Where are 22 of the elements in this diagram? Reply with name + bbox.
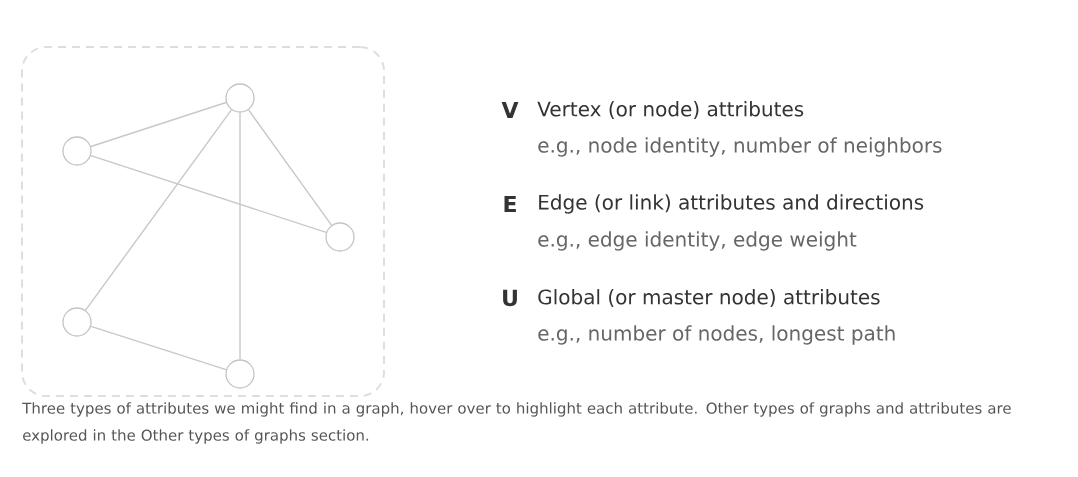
graph-edge xyxy=(90,101,227,148)
attribute-example: e.g., number of nodes, longest path xyxy=(538,325,895,345)
attribute-letter: E xyxy=(504,196,516,212)
graph-edge xyxy=(239,111,241,361)
graph-edge xyxy=(247,109,333,226)
node-circle xyxy=(225,83,255,113)
node-circle xyxy=(325,222,355,252)
attribute-title: Vertex (or node) attributes xyxy=(537,101,804,119)
attribute-example: e.g., node identity, number of neighbors xyxy=(538,137,942,157)
graph-edge xyxy=(90,154,327,234)
node-circle xyxy=(62,136,92,166)
attribute-title: Global (or master node) attributes xyxy=(538,289,880,307)
attribute-letter: U xyxy=(503,289,517,307)
caption: Three types of attributes we might find in a graph, hover over to highlight each attribute. Other types of graphs and attributes are explored in the Other types of graphs section. xyxy=(22,402,1011,444)
attribute-example: e.g., edge identity, edge weight xyxy=(538,231,857,251)
graph-edge xyxy=(90,325,227,371)
attribute-letter: V xyxy=(501,102,519,118)
attribute-title: Edge (or link) attributes and directions xyxy=(539,194,924,214)
dashed-frame xyxy=(21,46,385,397)
node-circle xyxy=(62,307,92,337)
graph-edge xyxy=(84,109,233,311)
node-circle xyxy=(225,359,255,389)
